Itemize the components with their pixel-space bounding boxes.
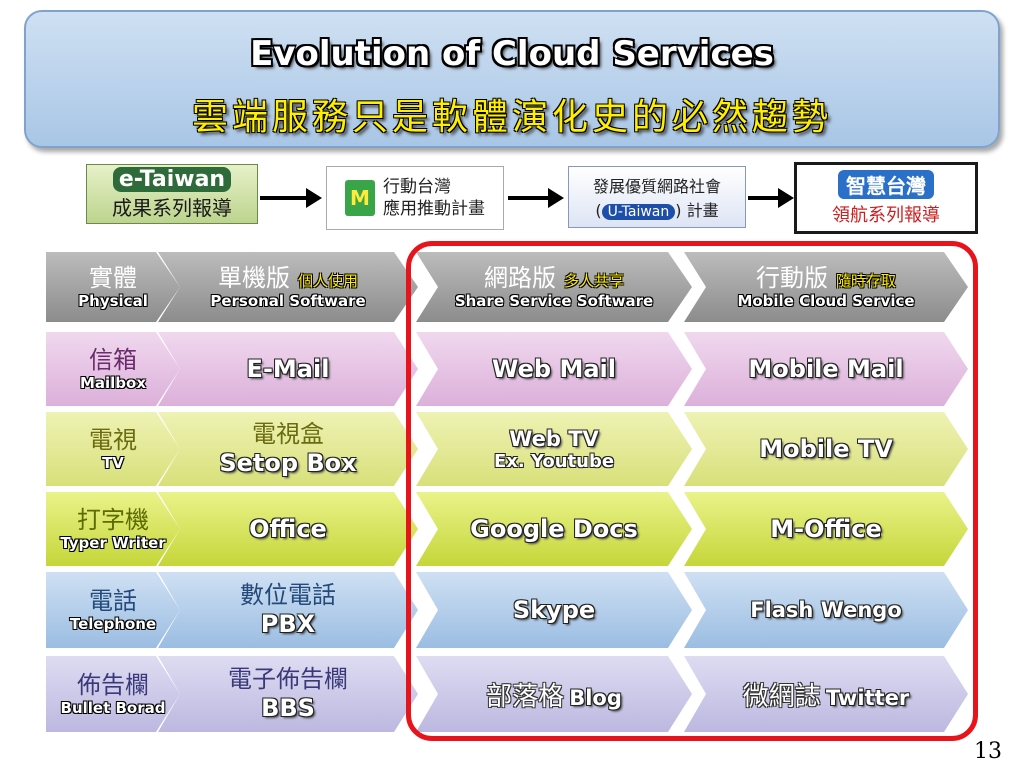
page-number: 13 [974, 739, 1002, 764]
cell-setop-box: Setop Box [219, 449, 357, 477]
cell-flash-wengo: Flash Wengo [750, 598, 902, 622]
mobile-taiwan-logo: M 行動台灣 應用推動計畫 [326, 166, 504, 230]
e-taiwan-logo: e-Taiwan 成果系列報導 [86, 164, 258, 224]
cell-google-docs: Google Docs [470, 515, 638, 543]
logo-intelligent-taiwan-line2: 領航系列報導 [832, 204, 940, 226]
cell-bbs-zh: 電子佈告欄 [228, 665, 348, 693]
cell-skype: Skype [512, 596, 596, 624]
logo-u-taiwan-line1: 發展優質網路社會 [592, 177, 721, 196]
arrow-right-icon [508, 188, 564, 208]
logo-intelligent-taiwan-line1: 智慧台灣 [838, 169, 934, 199]
row-bulletin-mobile: 微網誌 Twitter [684, 656, 968, 732]
row-telephone-en: Telephone [69, 615, 157, 633]
header-mobile-cloud: 行動版隨時存取 Mobile Cloud Service [684, 252, 968, 322]
row-tv-zh: 電視 [89, 426, 137, 454]
row-telephone-mobile: Flash Wengo [684, 572, 968, 648]
header-personal-tag: 個人使用 [297, 272, 358, 290]
cell-blog: Blog [569, 685, 622, 710]
cell-mobile-tv: Mobile TV [759, 435, 893, 463]
slide-title: Evolution of Cloud Services [250, 34, 774, 74]
row-typewriter-share: Google Docs [416, 492, 692, 566]
cell-web-tv: Web TV [509, 426, 599, 451]
logo-u-taiwan-line2: 計畫 [686, 201, 719, 220]
row-telephone-personal: 數位電話 PBX [158, 572, 418, 648]
header-personal-zh: 單機版 [217, 264, 290, 292]
row-bulletin-personal: 電子佈告欄 BBS [158, 656, 418, 732]
row-tv-label: 電視 TV [46, 412, 180, 486]
logo-mobile-taiwan-line2: 應用推動計畫 [383, 199, 485, 219]
row-mailbox-personal: E-Mail [158, 332, 418, 406]
header-physical-zh: 實體 [89, 264, 137, 292]
row-bulletin-label: 佈告欄 Bullet Borad [46, 656, 180, 732]
cell-email: E-Mail [246, 355, 330, 383]
header-share-tag: 多人共享 [563, 272, 624, 290]
intelligent-taiwan-logo: 智慧台灣 領航系列報導 [794, 162, 978, 234]
row-mailbox-en: Mailbox [79, 374, 147, 392]
row-tv-share: Web TV Ex. Youtube [416, 412, 692, 486]
logo-u-taiwan-pill: U-Taiwan [601, 204, 676, 220]
row-mailbox-share: Web Mail [416, 332, 692, 406]
row-typewriter-mobile: M-Office [684, 492, 968, 566]
highlight-frame [406, 241, 978, 741]
header-mobile-en: Mobile Cloud Service [737, 292, 915, 310]
cell-twitter-zh: 微網誌 [742, 681, 821, 712]
row-mailbox-mobile: Mobile Mail [684, 332, 968, 406]
logo-e-taiwan-sub: 成果系列報導 [112, 196, 232, 220]
cell-web-mail: Web Mail [492, 355, 616, 383]
row-tv-en: TV [102, 454, 124, 472]
row-mailbox-zh: 信箱 [89, 346, 137, 374]
header-share-zh: 網路版 [483, 264, 556, 292]
header-mobile-tag: 隨時存取 [835, 272, 896, 290]
cell-bbs: BBS [261, 694, 315, 722]
row-telephone-share: Skype [416, 572, 692, 648]
slide-subtitle: 雲端服務只是軟體演化史的必然趨勢 [191, 97, 832, 138]
header-physical: 實體 Physical [46, 252, 180, 322]
row-typewriter-label: 打字機 Typer Writer [46, 492, 180, 566]
cell-mobile-mail: Mobile Mail [748, 355, 904, 383]
header-share-service: 網路版多人共享 Share Service Software [416, 252, 692, 322]
cell-blog-zh: 部落格 [486, 681, 565, 712]
row-typewriter-zh: 打字機 [77, 506, 149, 534]
row-typewriter-en: Typer Writer [60, 534, 166, 552]
logo-e-taiwan-name: e-Taiwan [112, 167, 232, 192]
row-tv-personal: 電視盒 Setop Box [158, 412, 418, 486]
row-bulletin-en: Bullet Borad [60, 699, 166, 717]
cell-setop-box-zh: 電視盒 [252, 420, 324, 448]
row-telephone-label: 電話 Telephone [46, 572, 180, 648]
header-share-en: Share Service Software [454, 292, 654, 310]
header-personal-en: Personal Software [210, 292, 366, 310]
row-typewriter-personal: Office [158, 492, 418, 566]
u-taiwan-logo: 發展優質網路社會 (U-Taiwan) 計畫 [568, 166, 746, 228]
row-mailbox-label: 信箱 Mailbox [46, 332, 180, 406]
row-bulletin-zh: 佈告欄 [77, 671, 149, 699]
cell-pbx: PBX [260, 610, 316, 638]
cell-office: Office [249, 515, 327, 543]
header-physical-en: Physical [78, 292, 148, 310]
cell-m-office: M-Office [770, 515, 882, 543]
arrow-right-icon [748, 188, 794, 208]
arrow-right-icon [260, 188, 322, 208]
title-banner: Evolution of Cloud Services 雲端服務只是軟體演化史的… [24, 10, 1000, 148]
cell-pbx-zh: 數位電話 [240, 581, 336, 609]
row-bulletin-share: 部落格 Blog [416, 656, 692, 732]
row-tv-mobile: Mobile TV [684, 412, 968, 486]
row-telephone-zh: 電話 [89, 587, 137, 615]
cell-web-tv-sub: Ex. Youtube [493, 450, 615, 472]
header-mobile-zh: 行動版 [755, 264, 828, 292]
mobile-taiwan-icon: M [345, 180, 375, 216]
cell-twitter: Twitter [825, 685, 910, 710]
logo-mobile-taiwan-line1: 行動台灣 [383, 177, 451, 197]
header-personal-software: 單機版個人使用 Personal Software [158, 252, 418, 322]
